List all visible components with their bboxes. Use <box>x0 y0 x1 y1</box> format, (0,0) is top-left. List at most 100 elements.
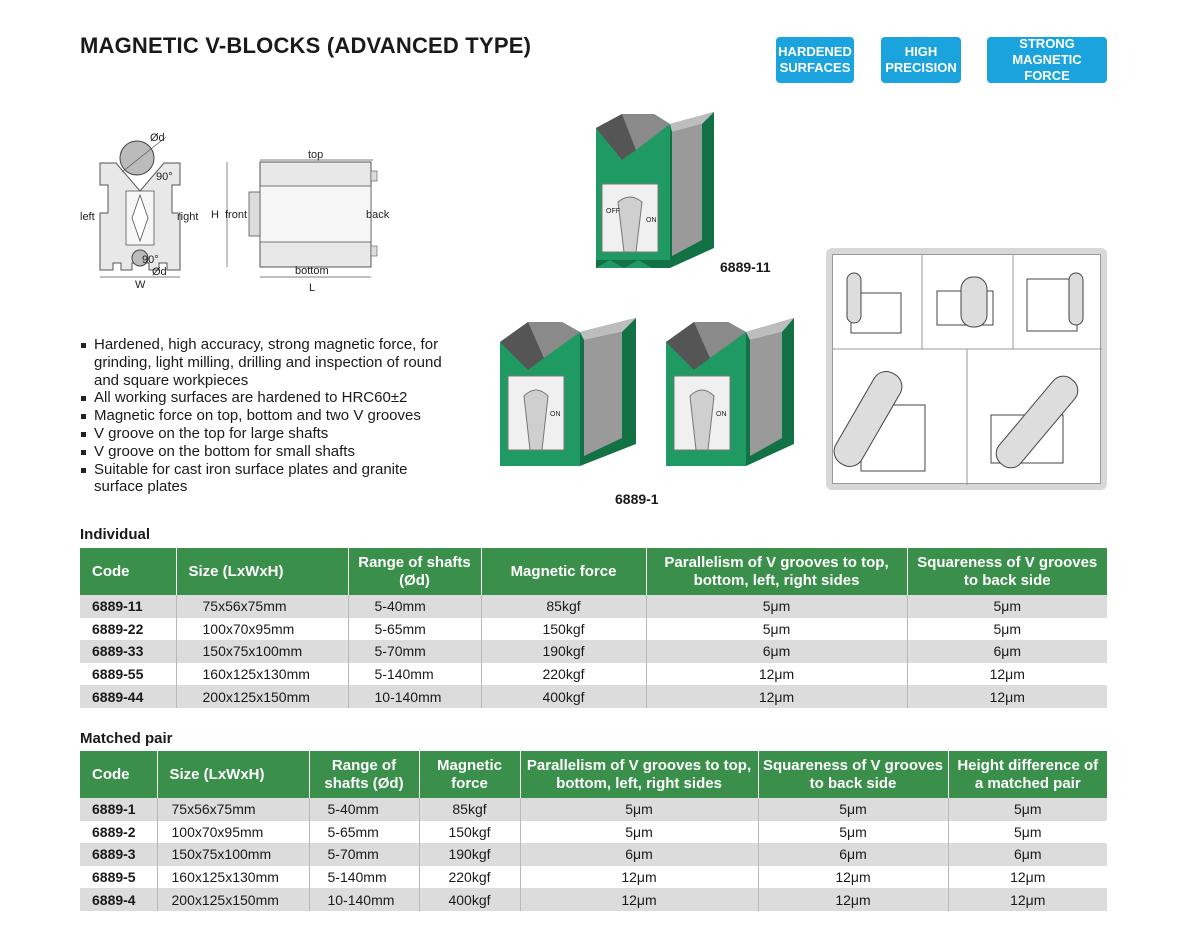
cell-size: 200x125x150mm <box>157 888 310 911</box>
cell-force: 85kgf <box>419 798 521 821</box>
product-image-pair: ON ON <box>500 318 794 466</box>
cell-size: 150x75x100mm <box>157 843 310 866</box>
cell-squareness: 5μm <box>758 798 949 821</box>
column-header: Parallelism of V grooves to top, bottom,… <box>646 548 908 595</box>
column-header: Squareness of V grooves to back side <box>907 548 1107 595</box>
cell-range: 5-65mm <box>309 820 420 844</box>
column-header: Size (LxWxH) <box>176 548 349 595</box>
feature-item: V groove on the top for large shafts <box>80 425 460 443</box>
front-label: front <box>225 209 247 221</box>
cell-code: 6889-55 <box>80 662 177 686</box>
dial-on-label: ON <box>716 411 727 418</box>
badge-line: SURFACES <box>779 60 851 75</box>
cell-code: 6889-33 <box>80 640 177 663</box>
cell-parallelism: 12μm <box>646 685 908 708</box>
width-label: W <box>135 279 146 290</box>
table-header-row: Code Size (LxWxH) Range of shafts (Ød) M… <box>80 548 1107 595</box>
cell-code: 6889-5 <box>80 865 158 889</box>
column-header: Height difference of a matched pair <box>948 751 1107 798</box>
cell-code: 6889-4 <box>80 888 158 911</box>
cell-parallelism: 12μm <box>646 662 908 686</box>
right-label: right <box>177 211 198 223</box>
cell-size: 75x56x75mm <box>176 595 349 618</box>
diameter-label-top: Ød <box>150 132 165 144</box>
usage-illustrations-frame <box>832 254 1102 485</box>
cell-range: 5-40mm <box>348 595 482 618</box>
cell-squareness: 5μm <box>907 595 1107 618</box>
cell-parallelism: 6μm <box>520 843 759 866</box>
cell-size: 100x70x95mm <box>176 617 349 641</box>
top-label: top <box>308 149 323 161</box>
cell-parallelism: 5μm <box>520 820 759 844</box>
cell-force: 85kgf <box>481 595 647 618</box>
cell-range: 5-70mm <box>348 640 482 663</box>
cell-code: 6889-2 <box>80 820 158 844</box>
column-header: Code <box>80 548 177 595</box>
product-label-pair: 6889-1 <box>615 491 659 507</box>
column-header: Magnetic force <box>419 751 521 798</box>
cell-size: 200x125x150mm <box>176 685 349 708</box>
cell-squareness: 6μm <box>758 843 949 866</box>
front-view-diagram: Ød 90° left right 90° Ød W <box>80 132 198 290</box>
table-row: 6889-11 75x56x75mm 5-40mm 85kgf 5μm 5μm <box>80 595 1107 618</box>
back-label: back <box>366 209 390 221</box>
feature-item: All working surfaces are hardened to HRC… <box>80 389 460 407</box>
usage-sketches <box>833 255 1102 485</box>
dial-off-label: OFF <box>606 208 620 215</box>
cell-range: 5-140mm <box>348 662 482 686</box>
cell-code: 6889-1 <box>80 798 158 821</box>
cell-range: 10-140mm <box>309 888 420 911</box>
cell-parallelism: 5μm <box>646 617 908 641</box>
cell-size: 160x125x130mm <box>176 662 349 686</box>
cell-height-difference: 12μm <box>948 888 1107 911</box>
table-row: 6889-1 75x56x75mm 5-40mm 85kgf 5μm 5μm 5… <box>80 798 1107 821</box>
cell-code: 6889-44 <box>80 685 177 708</box>
badge-line: STRONG <box>1019 36 1075 51</box>
cell-range: 5-40mm <box>309 798 420 821</box>
column-header: Parallelism of V grooves to top, bottom,… <box>520 751 759 798</box>
column-header: Magnetic force <box>481 548 647 595</box>
dial-on-label: ON <box>646 217 657 224</box>
side-view-diagram: top H front back bottom L <box>211 149 390 294</box>
individual-spec-table: Code Size (LxWxH) Range of shafts (Ød) M… <box>80 548 1107 708</box>
cell-squareness: 12μm <box>907 685 1107 708</box>
cell-squareness: 5μm <box>907 617 1107 641</box>
cell-parallelism: 5μm <box>520 798 759 821</box>
product-label-single: 6889-11 <box>720 259 771 275</box>
cell-height-difference: 12μm <box>948 865 1107 889</box>
cell-parallelism: 12μm <box>520 865 759 889</box>
column-header: Code <box>80 751 158 798</box>
dial-on-label: ON <box>550 411 561 418</box>
length-label: L <box>309 282 315 294</box>
matched-spec-table: Code Size (LxWxH) Range of shafts (Ød) M… <box>80 751 1107 911</box>
cell-force: 400kgf <box>481 685 647 708</box>
cell-size: 100x70x95mm <box>157 820 310 844</box>
cell-range: 10-140mm <box>348 685 482 708</box>
column-header: Range of shafts (Ød) <box>309 751 420 798</box>
feature-item: Suitable for cast iron surface plates an… <box>80 461 460 497</box>
left-label: left <box>80 211 95 223</box>
badge-line: HIGH <box>904 44 938 59</box>
cell-height-difference: 5μm <box>948 798 1107 821</box>
badge-line: PRECISION <box>885 60 957 75</box>
cell-force: 220kgf <box>481 662 647 686</box>
feature-list: Hardened, high accuracy, strong magnetic… <box>80 336 460 496</box>
angle-label-bottom: 90° <box>142 254 159 266</box>
cell-code: 6889-3 <box>80 843 158 866</box>
cell-height-difference: 5μm <box>948 820 1107 844</box>
cell-parallelism: 6μm <box>646 640 908 663</box>
height-label: H <box>211 209 219 221</box>
feature-item: Magnetic force on top, bottom and two V … <box>80 407 460 425</box>
table-row: 6889-44 200x125x150mm 10-140mm 400kgf 12… <box>80 685 1107 708</box>
cell-size: 75x56x75mm <box>157 798 310 821</box>
usage-illustrations <box>826 248 1107 490</box>
cell-range: 5-140mm <box>309 865 420 889</box>
bottom-label: bottom <box>295 265 329 277</box>
diameter-label-bottom: Ød <box>152 266 167 278</box>
matched-section-title: Matched pair <box>80 730 173 747</box>
angle-label-top: 90° <box>156 171 173 183</box>
table-row: 6889-55 160x125x130mm 5-140mm 220kgf 12μ… <box>80 662 1107 686</box>
